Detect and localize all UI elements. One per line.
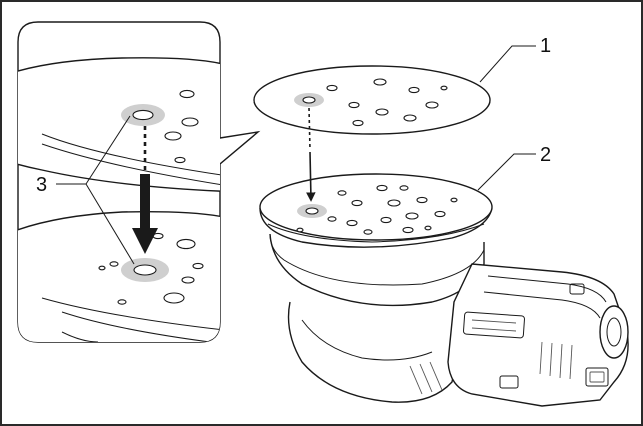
callout-2: 2	[477, 144, 551, 191]
callout-label-1: 1	[540, 35, 551, 57]
sanding-disc	[253, 65, 491, 135]
callout-3: 3	[36, 115, 135, 265]
detail-inset	[17, 21, 261, 343]
callout-label-2: 2	[540, 144, 551, 166]
callout-1: 1	[479, 35, 551, 83]
sander-body	[269, 233, 629, 407]
sander-pad	[259, 173, 493, 248]
alignment-arrow-main	[306, 107, 316, 202]
callout-label-3: 3	[36, 174, 47, 196]
